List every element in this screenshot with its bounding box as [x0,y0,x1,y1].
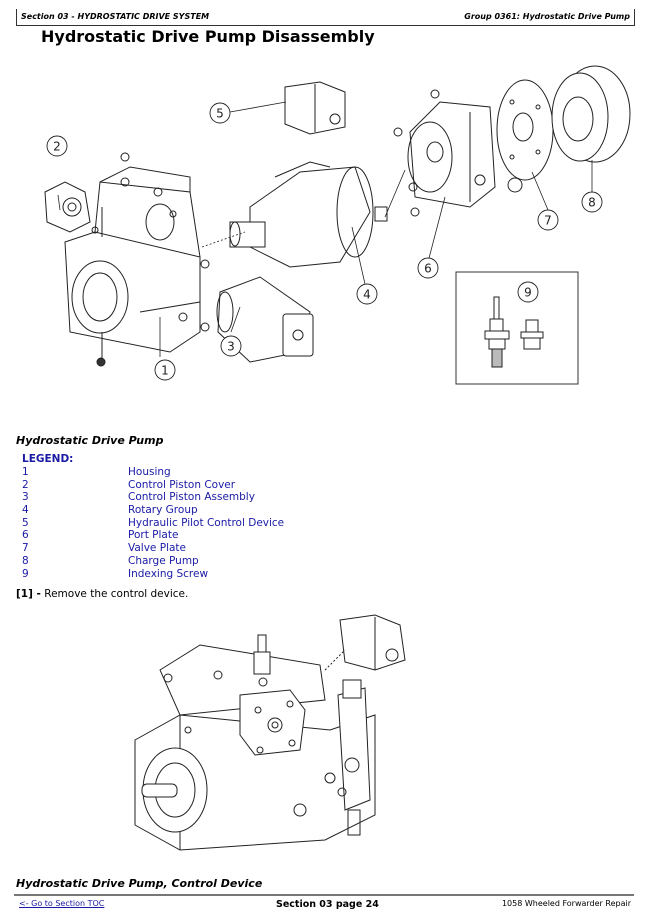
footer-rule [14,894,634,896]
callout-8 [581,191,603,213]
control-piston-assembly-part [216,276,314,363]
legend-label: Port Plate [128,529,179,542]
legend-item: 6 Port Plate [22,529,322,542]
legend-num: 2 [22,478,29,491]
control-device [324,614,406,671]
control-piston-cover-part [44,181,91,233]
legend-label: Hydraulic Pilot Control Device [128,516,285,529]
callout-9 [517,281,539,303]
legend-item: 5 Hydraulic Pilot Control Device [22,517,322,530]
legend-num: 3 [22,491,29,504]
charge-pump-part [551,65,631,163]
port-plate-part [393,89,523,217]
legend-num: 7 [22,542,29,555]
page-number: Section 03 page 24 [276,899,379,910]
callout-label-4: 4 [363,288,371,302]
leader-lines [57,101,593,357]
callout-2 [46,135,68,157]
manual-title: 1058 Wheeled Forwarder Repair [501,899,631,908]
step-marker: [1] - [16,588,41,600]
callout-label-1: 1 [161,364,169,378]
figure1-caption: Hydrostatic Drive Pump [16,434,164,447]
callout-6 [417,257,439,279]
section-toc-link[interactable]: <- Go to Section TOC [19,899,105,908]
side-valve [324,679,371,836]
legend-item: 4 Rotary Group [22,504,322,517]
legend-label: Charge Pump [128,554,199,567]
group-label: Group 0361: Hydrostatic Drive Pump [464,12,630,21]
callouts [46,102,603,381]
legend-label: Rotary Group [128,504,198,517]
legend-label: Housing [128,466,171,478]
callout-label-9: 9 [524,286,532,300]
legend-list: 1 Housing 2 Control Piston Cover 3 Control … [22,466,322,580]
bolts [91,152,177,237]
callout-4 [356,283,378,305]
callout-label-8: 8 [588,196,596,210]
section-label: Section 03 - HYDROSTATIC DRIVE SYSTEM [21,12,210,21]
step-text: Remove the control device. [44,588,189,600]
pilot-control-device-part [284,81,346,135]
legend-label: Control Piston Assembly [128,491,255,504]
callout-3 [220,335,242,357]
legend-item: 7 Valve Plate [22,542,322,555]
exploded-view-diagram: 1 2 3 4 5 6 7 8 9 [44,65,631,385]
legend-num: 5 [22,516,29,529]
legend-item: 8 Charge Pump [22,555,322,568]
legend-item: 1 Housing [22,466,322,479]
legend-num: 4 [22,504,29,517]
housing-part [64,166,210,367]
indexing-screw-inset [455,271,579,385]
callout-label-3: 3 [227,340,235,354]
legend-label: Control Piston Cover [128,478,236,491]
legend-item: 9 Indexing Screw [22,568,322,581]
callout-label-5: 5 [216,107,224,121]
top-fitting [253,634,271,675]
rotary-group-part [229,161,388,268]
procedure-step: [1] - Remove the control device. [16,588,188,600]
control-device-diagram [134,614,406,851]
legend-num: 9 [22,567,29,580]
legend-title: LEGEND: [22,453,74,465]
legend-label: Valve Plate [128,542,186,555]
callout-label-7: 7 [544,214,552,228]
legend-label: Indexing Screw [128,567,209,580]
callout-label-6: 6 [424,262,432,276]
legend-item: 2 Control Piston Cover [22,479,322,492]
page-title: Hydrostatic Drive Pump Disassembly [41,27,375,46]
callout-5 [209,102,231,124]
valve-plate-part [496,79,554,181]
legend-num: 8 [22,554,29,567]
callout-1 [154,359,176,381]
legend-item: 3 Control Piston Assembly [22,491,322,504]
legend-num: 1 [22,466,29,478]
legend-num: 6 [22,529,29,542]
callout-7 [537,209,559,231]
pump-body [134,644,376,851]
figure2-caption: Hydrostatic Drive Pump, Control Device [16,877,263,890]
callout-label-2: 2 [53,140,61,154]
running-header: Section 03 - HYDROSTATIC DRIVE SYSTEM Gr… [16,9,635,26]
